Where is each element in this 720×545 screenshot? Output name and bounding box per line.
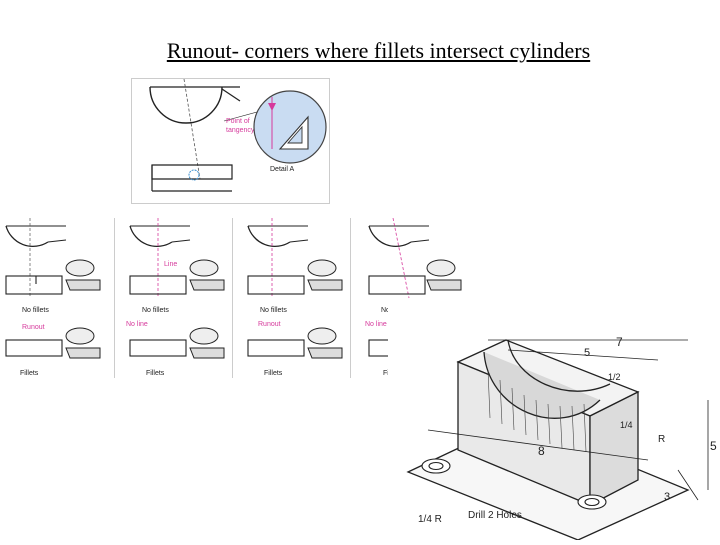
panel2-top-label: Line	[164, 261, 177, 268]
runout-panel-2: Line No fillets No line Fillets	[118, 218, 233, 378]
panel2-top-note: No fillets	[142, 307, 169, 314]
dim-8: 8	[538, 444, 545, 458]
panel3-caption: Fillets	[264, 370, 283, 377]
panel2-bottom-note: No line	[126, 321, 148, 328]
detail-a-label: Detail A	[270, 166, 294, 173]
radius-note: 1/4 R	[418, 514, 442, 525]
tangency-label: tangency	[226, 127, 255, 134]
dim-quarter: 1/4	[620, 420, 633, 430]
dim-7: 7	[616, 335, 623, 349]
panel1-bottom-note: Runout	[22, 324, 45, 331]
panel3-bottom-note: Runout	[258, 321, 281, 328]
dim-5-side: 5	[710, 439, 717, 453]
dim-r: R	[658, 434, 665, 445]
panel2-caption: Fillets	[146, 370, 165, 377]
runout-panel-3: No fillets Runout Fillets	[236, 218, 351, 378]
slide-title: Runout- corners where fillets intersect …	[166, 38, 591, 63]
panel3-top-note: No fillets	[260, 307, 287, 314]
isometric-bearing-drawing: 7 5 8 5 3 1/2 1/4 R Drill 2 Holes 1/4 R	[388, 300, 720, 541]
dim-3: 3	[664, 491, 670, 503]
panel1-top-note: No fillets	[22, 307, 49, 314]
runout-panel-1: No fillets Runout Fillets	[0, 218, 115, 378]
point-of-label: Point of	[226, 118, 250, 125]
panel1-caption: Fillets	[20, 370, 39, 377]
detail-circle	[253, 90, 327, 164]
dim-5-top: 5	[584, 347, 590, 359]
dim-half: 1/2	[608, 372, 621, 382]
panel4-bottom-note: No line	[365, 321, 387, 328]
tangency-detail-figure: Point of tangency Detail A	[131, 78, 330, 204]
drill-note: Drill 2 Holes	[468, 510, 522, 521]
